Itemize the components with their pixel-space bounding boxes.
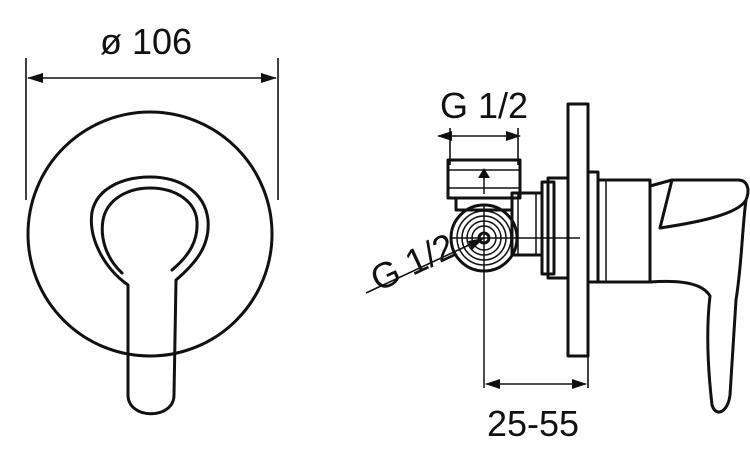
depth-range-dimension: 25-55 <box>485 379 587 444</box>
diameter-label: ø 106 <box>100 21 192 62</box>
thread-top-dimension: G 1/2 <box>437 85 528 165</box>
depth-range-label: 25-55 <box>487 403 579 444</box>
thread-top-label: G 1/2 <box>440 85 528 126</box>
thread-side-label: G 1/2 <box>364 225 461 299</box>
lever-handle <box>89 175 210 416</box>
cartridge-housing <box>586 170 652 284</box>
side-view: G 1/2 <box>364 85 750 444</box>
cover-plate-circle <box>26 110 274 358</box>
side-thread-port <box>449 203 580 388</box>
thread-side-dimension: G 1/2 <box>364 225 485 299</box>
wall-plate <box>566 102 590 388</box>
valve-body <box>510 176 570 280</box>
diameter-dimension: ø 106 <box>25 21 279 200</box>
top-thread-port <box>446 158 522 212</box>
front-view: ø 106 <box>25 21 279 416</box>
lever-side-profile <box>648 178 750 414</box>
